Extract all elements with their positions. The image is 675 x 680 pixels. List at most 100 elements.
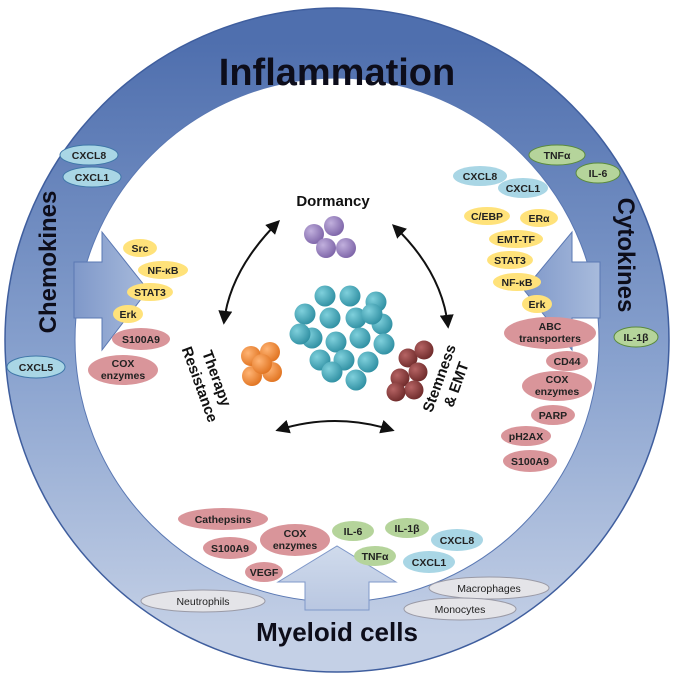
pill-cytokine-il6: IL-6 bbox=[575, 162, 621, 184]
stemness-cell bbox=[408, 362, 428, 382]
pill-right-cxcl8: CXCL8 bbox=[453, 166, 507, 186]
svg-text:enzymes: enzymes bbox=[535, 386, 580, 398]
tumor-cell bbox=[289, 323, 311, 345]
svg-text:IL-6: IL-6 bbox=[589, 168, 608, 180]
stemness-cell bbox=[386, 382, 406, 402]
label-chemokines: Chemokines bbox=[35, 191, 62, 334]
pill-right-stat3: STAT3 bbox=[487, 251, 533, 269]
svg-text:CXCL8: CXCL8 bbox=[72, 150, 107, 162]
svg-text:ERα: ERα bbox=[528, 213, 550, 225]
svg-text:Erk: Erk bbox=[529, 299, 546, 311]
svg-text:Erk: Erk bbox=[120, 309, 137, 321]
pill-cytokine-tnfa: TNFα bbox=[528, 144, 586, 166]
dormancy-cell bbox=[316, 238, 336, 258]
pill-chemokine-cxcl8: CXCL8 bbox=[59, 144, 119, 166]
svg-text:CXCL5: CXCL5 bbox=[19, 362, 54, 374]
tumor-cell bbox=[294, 303, 316, 325]
tumor-cell bbox=[349, 327, 371, 349]
pill-right-erk: Erk bbox=[522, 295, 552, 313]
pill-chemokine-cxcl1: CXCL1 bbox=[62, 166, 122, 188]
stemness-cell bbox=[398, 348, 418, 368]
svg-text:enzymes: enzymes bbox=[101, 370, 146, 382]
svg-text:IL-1β: IL-1β bbox=[394, 523, 420, 535]
pill-right-era: ERα bbox=[520, 209, 558, 227]
svg-text:Macrophages: Macrophages bbox=[457, 583, 521, 595]
pill-bottom-neutrophils: Neutrophils bbox=[140, 589, 266, 613]
tumor-cell bbox=[361, 303, 383, 325]
therapy-cell bbox=[252, 354, 272, 374]
svg-text:Src: Src bbox=[132, 243, 149, 255]
svg-text:CXCL1: CXCL1 bbox=[506, 183, 541, 195]
tumor-cell bbox=[339, 285, 361, 307]
dormancy-cell bbox=[304, 224, 324, 244]
svg-text:PARP: PARP bbox=[539, 410, 567, 422]
pill-right-nfkb: NF-κB bbox=[493, 273, 541, 291]
svg-text:CXCL8: CXCL8 bbox=[440, 535, 475, 547]
svg-text:S100A9: S100A9 bbox=[511, 456, 549, 468]
pill-bottom-cathepsins: Cathepsins bbox=[178, 508, 268, 530]
arrow-dormancy-stemness bbox=[391, 224, 454, 329]
svg-text:VEGF: VEGF bbox=[250, 567, 279, 579]
pill-left-s100a9: S100A9 bbox=[112, 328, 170, 350]
pill-bottom-monocytes: Monocytes bbox=[403, 597, 517, 621]
pill-bottom-macrophages: Macrophages bbox=[428, 576, 550, 600]
pill-bottom-vegf: VEGF bbox=[245, 562, 283, 582]
pill-chemokine-cxcl5: CXCL5 bbox=[6, 355, 66, 379]
label-therapy-resistance: Therapy Resistance bbox=[178, 344, 235, 424]
svg-text:COX: COX bbox=[546, 374, 569, 386]
stemness-cell bbox=[414, 340, 434, 360]
svg-text:Monocytes: Monocytes bbox=[435, 604, 486, 616]
svg-text:NF-κB: NF-κB bbox=[502, 277, 533, 289]
svg-text:CXCL1: CXCL1 bbox=[75, 172, 110, 184]
stemness-cells bbox=[386, 340, 434, 402]
pill-right-s100a9: S100A9 bbox=[503, 450, 557, 472]
svg-text:ABC: ABC bbox=[539, 321, 562, 333]
svg-text:NF-κB: NF-κB bbox=[148, 265, 179, 277]
pill-left-erk: Erk bbox=[113, 305, 143, 323]
pill-bottom-tnfa: TNFα bbox=[354, 546, 396, 566]
tumor-cell bbox=[345, 369, 367, 391]
svg-text:S100A9: S100A9 bbox=[211, 543, 249, 555]
tumor-cell bbox=[321, 361, 343, 383]
svg-text:Cathepsins: Cathepsins bbox=[195, 514, 252, 526]
arrow-dormancy-therapy bbox=[218, 220, 280, 325]
svg-text:CXCL1: CXCL1 bbox=[412, 557, 447, 569]
pill-bottom-il6: IL-6 bbox=[332, 521, 374, 541]
svg-text:IL-1β: IL-1β bbox=[623, 332, 649, 344]
svg-text:CXCL8: CXCL8 bbox=[463, 171, 498, 183]
tumor-cell bbox=[325, 331, 347, 353]
tumor-cell bbox=[357, 351, 379, 373]
pill-cytokine-il1b: IL-1β bbox=[613, 326, 659, 348]
tumor-cell-cluster bbox=[289, 285, 395, 391]
pill-bottom-cxcl1: CXCL1 bbox=[403, 551, 455, 573]
svg-text:STAT3: STAT3 bbox=[494, 255, 526, 267]
svg-text:Neutrophils: Neutrophils bbox=[176, 596, 229, 608]
dormancy-cells bbox=[304, 216, 356, 258]
arrow-therapy-stemness bbox=[275, 419, 395, 434]
pill-bottom-il1b: IL-1β bbox=[385, 518, 429, 538]
svg-text:transporters: transporters bbox=[519, 333, 581, 345]
ring-outer-edge bbox=[4, 7, 670, 673]
svg-text:COX: COX bbox=[284, 528, 307, 540]
svg-text:IL-6: IL-6 bbox=[344, 526, 363, 538]
pill-right-cebp: C/EBP bbox=[464, 207, 510, 225]
svg-text:STAT3: STAT3 bbox=[134, 287, 166, 299]
label-myeloid-cells: Myeloid cells bbox=[256, 617, 418, 647]
title-inflammation: Inflammation bbox=[219, 52, 455, 94]
pill-right-cd44: CD44 bbox=[546, 351, 588, 371]
pill-bottom-cxcl8: CXCL8 bbox=[431, 529, 483, 551]
label-cytokines: Cytokines bbox=[612, 198, 639, 313]
svg-text:TNFα: TNFα bbox=[362, 551, 389, 563]
tumor-cell bbox=[319, 307, 341, 329]
label-dormancy: Dormancy bbox=[296, 193, 370, 210]
svg-text:CD44: CD44 bbox=[554, 356, 581, 368]
pill-right-ph2ax: pH2AX bbox=[501, 426, 551, 446]
svg-text:EMT-TF: EMT-TF bbox=[497, 234, 535, 246]
pill-right-cxcl1: CXCL1 bbox=[498, 178, 548, 198]
